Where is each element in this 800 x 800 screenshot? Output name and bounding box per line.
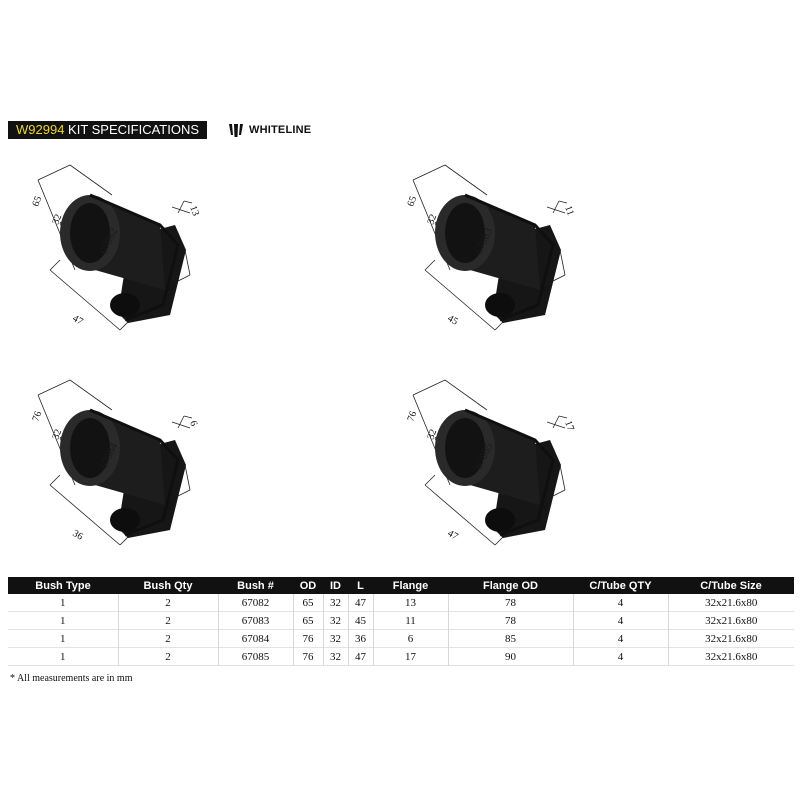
bush-drawings: 65 32 47 13 78 67082 65 32 45	[0, 150, 800, 570]
cell-l: 47	[347, 594, 373, 612]
whiteline-logo-icon	[229, 124, 243, 137]
kit-title-bar: W92994 KIT SPECIFICATIONS	[8, 121, 208, 139]
cell-l: 45	[347, 611, 373, 630]
od-label: 65	[30, 195, 44, 208]
table-header-row: Bush Type Bush Qty Bush # OD ID L Flange…	[8, 577, 794, 594]
length-label: 47	[446, 528, 460, 543]
cell-bush-type: 1	[60, 650, 66, 663]
bush-drawing-67082: 65 32 47 13 78 67082	[20, 155, 280, 360]
cell-ctube-qty: 4	[572, 647, 668, 666]
length-label: 36	[71, 528, 85, 543]
cell-od: 65	[292, 611, 323, 630]
cell-flange-od: 78	[447, 611, 573, 630]
cell-bush-type: 1	[60, 632, 66, 645]
kit-title-text: KIT SPECIFICATIONS	[64, 122, 200, 137]
id-label: 32	[425, 428, 439, 441]
cell-flange-od: 78	[447, 594, 573, 612]
cell-l: 36	[347, 629, 373, 648]
length-label: 47	[71, 313, 85, 328]
table-row: 1 2 67083 65 32 45 11 78 4 32x21.6x80	[8, 611, 794, 630]
flange-od-label: 78	[537, 285, 551, 298]
bush-diagram: 76 32 47 17 90 67085	[405, 379, 576, 546]
cell-ctube-size: 32x21.6x80	[667, 647, 794, 666]
table-row: 1 2 67085 76 32 47 17 90 4 32x21.6x80	[8, 647, 794, 666]
col-header-ctube-qty: C/Tube QTY	[573, 577, 668, 594]
cell-flange: 17	[372, 647, 448, 666]
col-header-id: ID	[323, 577, 348, 594]
col-header-bush-type: Bush Type	[8, 577, 118, 594]
id-label: 32	[50, 428, 64, 441]
table-row: 1 2 67082 65 32 47 13 78 4 32x21.6x80	[8, 594, 794, 612]
cell-ctube-size: 32x21.6x80	[667, 629, 794, 648]
cell-bush-number: 67083	[217, 611, 293, 630]
cell-bush-qty: 2	[117, 611, 218, 630]
bush-drawing-67085: 76 32 47 17 90 67085	[395, 370, 655, 575]
cell-id: 32	[322, 594, 348, 612]
flange-label: 11	[562, 204, 576, 217]
col-header-flange: Flange	[373, 577, 448, 594]
cell-bush-number: 67082	[217, 594, 293, 612]
table-row: 1 2 67084 76 32 36 6 85 4 32x21.6x80	[8, 629, 794, 648]
cell-l: 47	[347, 647, 373, 666]
col-header-ctube-size: C/Tube Size	[668, 577, 794, 594]
col-header-bush-number: Bush #	[218, 577, 293, 594]
cell-ctube-size: 32x21.6x80	[667, 594, 794, 612]
cell-bush-number: 67084	[217, 629, 293, 648]
cell-flange: 13	[372, 594, 448, 612]
id-label: 32	[50, 213, 64, 226]
flange-od-label: 78	[162, 285, 176, 298]
id-label: 32	[425, 213, 439, 226]
cell-flange-od: 90	[447, 647, 573, 666]
cell-flange: 11	[372, 611, 448, 630]
col-header-bush-qty: Bush Qty	[118, 577, 218, 594]
length-label: 45	[446, 313, 460, 328]
bush-diagram: 76 32 36 6 85 67084	[30, 379, 199, 546]
cell-od: 76	[292, 647, 323, 666]
flange-od-label: 90	[537, 500, 551, 513]
cell-bush-number: 67085	[217, 647, 293, 666]
col-header-l: L	[348, 577, 373, 594]
brand-logo: WHITELINE	[228, 121, 311, 139]
bush-drawing-67084: 76 32 36 6 85 67084	[20, 370, 280, 575]
bush-diagram: 65 32 47 13 78 67082	[30, 164, 201, 331]
cell-ctube-size: 32x21.6x80	[667, 611, 794, 630]
cell-ctube-qty: 4	[572, 611, 668, 630]
cell-od: 65	[292, 594, 323, 612]
flange-label: 17	[562, 419, 576, 432]
cell-ctube-qty: 4	[572, 629, 668, 648]
od-label: 65	[405, 195, 419, 208]
od-label: 76	[30, 410, 44, 423]
cell-bush-type: 1	[60, 596, 66, 609]
kit-code: W92994	[16, 122, 65, 137]
cell-od: 76	[292, 629, 323, 648]
brand-name: WHITELINE	[249, 124, 312, 136]
cell-flange-od: 85	[447, 629, 573, 648]
cell-bush-qty: 2	[117, 629, 218, 648]
cell-flange: 6	[372, 629, 448, 648]
cell-bush-qty: 2	[117, 594, 218, 612]
flange-od-label: 85	[162, 500, 176, 513]
cell-id: 32	[322, 629, 348, 648]
cell-ctube-qty: 4	[572, 594, 668, 612]
col-header-flange-od: Flange OD	[448, 577, 573, 594]
cell-id: 32	[322, 611, 348, 630]
spec-table: Bush Type Bush Qty Bush # OD ID L Flange…	[8, 577, 794, 666]
col-header-od: OD	[293, 577, 323, 594]
flange-label: 6	[187, 419, 199, 427]
bush-diagram: 65 32 45 11 78 67083	[405, 164, 576, 331]
cell-bush-type: 1	[60, 614, 66, 627]
flange-label: 13	[187, 204, 201, 217]
cell-id: 32	[322, 647, 348, 666]
od-label: 76	[405, 410, 419, 423]
measurement-footnote: * All measurements are in mm	[10, 673, 133, 684]
bush-drawing-67083: 65 32 45 11 78 67083	[395, 155, 655, 360]
cell-bush-qty: 2	[117, 647, 218, 666]
